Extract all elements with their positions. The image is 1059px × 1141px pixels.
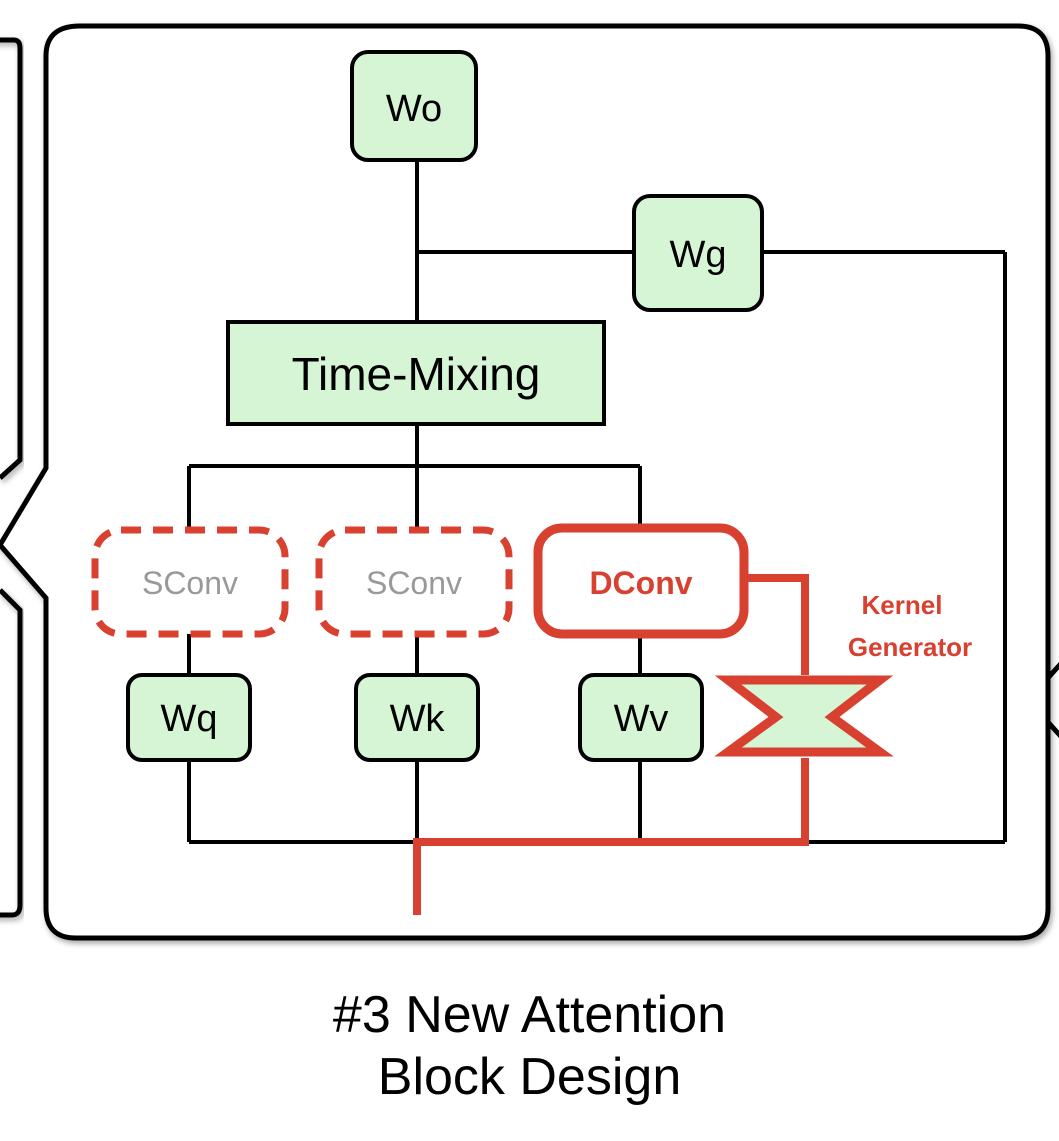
left-panel-edge	[0, 37, 23, 918]
sconv-node-1: SConv	[91, 526, 289, 638]
dconv-label: DConv	[589, 565, 692, 601]
wq-label: Wq	[161, 698, 218, 740]
wk-node: Wk	[354, 673, 480, 762]
wv-node: Wv	[578, 673, 704, 762]
diagram-caption: #3 New Attention Block Design	[0, 984, 1059, 1108]
time-mixing-node: Time-Mixing	[226, 320, 606, 426]
wg-node: Wg	[632, 194, 764, 312]
wv-label: Wv	[614, 698, 669, 740]
connector-lines	[187, 157, 1007, 844]
caption-line-2: Block Design	[377, 1048, 682, 1106]
kernel-generator-icon	[714, 675, 894, 757]
kernel-generator-path	[413, 574, 809, 915]
caption-line-1: #3 New Attention	[332, 986, 727, 1044]
sconv-label-1: SConv	[142, 565, 238, 601]
wk-label: Wk	[390, 698, 446, 740]
callout-container	[0, 23, 1051, 941]
time-mixing-label: Time-Mixing	[292, 348, 541, 400]
kernel-generator-label-line2: Generator	[848, 632, 972, 662]
wq-node: Wq	[126, 673, 252, 762]
sconv-label-2: SConv	[366, 565, 462, 601]
wg-label: Wg	[670, 234, 727, 276]
sconv-node-2: SConv	[315, 526, 513, 638]
kernel-generator-label-line1: Kernel	[862, 590, 943, 620]
dconv-node: DConv	[533, 523, 749, 639]
wo-node: Wo	[350, 50, 478, 162]
wo-label: Wo	[386, 88, 442, 130]
